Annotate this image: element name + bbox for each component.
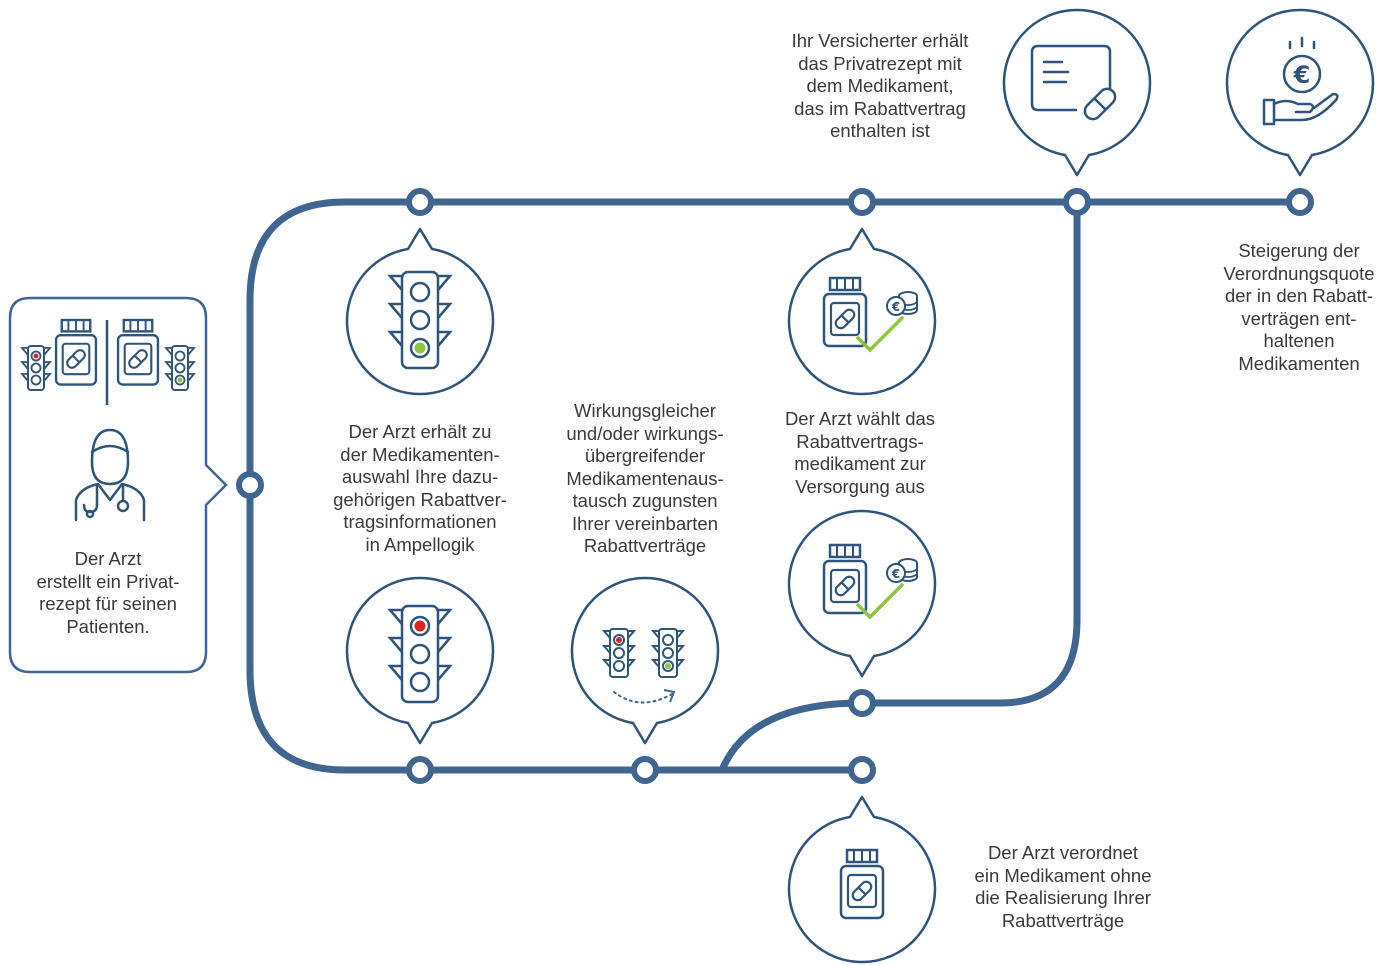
bubble-bottle-coins-top (787, 227, 937, 396)
station-steigerung (1286, 188, 1314, 216)
step-start-text: Der Arzt erstellt ein Privat- rezept für… (36, 548, 180, 637)
step-rabatt-info-text: Der Arzt erhält zu der Medikamenten- aus… (333, 421, 507, 555)
doctor-icon (74, 428, 146, 522)
medicine-bottle-icon (54, 318, 98, 386)
station-ohne (848, 756, 876, 784)
station-versicherter (1063, 188, 1091, 216)
traffic-light-switch-icon (601, 628, 686, 704)
step-austausch-text: Wirkungsgleicher und/oder wirkungs- über… (566, 400, 724, 556)
bubble-switch (570, 576, 720, 745)
medicine-coins-check-icon (822, 543, 918, 620)
svg-text:€: € (1293, 61, 1311, 89)
bubble-red-light (345, 576, 495, 745)
station-green-light (406, 188, 434, 216)
bubble-bottle-coins-mid (787, 509, 937, 678)
euro-hand-icon: € (1262, 36, 1339, 126)
track-branch (718, 198, 1081, 774)
traffic-light-icon (164, 345, 196, 391)
medicine-bottle-icon (839, 848, 885, 920)
step-steigerung-text: Steigerung der Verordnungsquote der in d… (1223, 240, 1375, 374)
station-austausch (631, 756, 659, 784)
prescription-card-icon (1030, 44, 1117, 121)
start-box (8, 296, 228, 674)
station-rabatt-selected (848, 188, 876, 216)
step-ohne-text: Der Arzt verordnet ein Medikament ohne d… (974, 842, 1152, 931)
station-red-light (406, 756, 434, 784)
station-start (236, 471, 264, 499)
traffic-light-green-icon (387, 270, 453, 370)
medicine-bottle-icon (116, 318, 160, 386)
step-waehlt-text: Der Arzt wählt das Rabattvertrags- medik… (784, 408, 936, 497)
traffic-light-icon (20, 345, 52, 391)
bubble-euro-hand: € (1225, 8, 1375, 177)
step-versicherter-text: Ihr Versicherter erhält das Privatrezept… (791, 30, 969, 141)
traffic-light-red-icon (387, 604, 453, 704)
stations (236, 188, 1314, 784)
station-branch (848, 689, 876, 717)
medicine-coins-check-icon (822, 276, 918, 353)
bubble-bottle-plain (787, 795, 937, 964)
bubble-prescription (1002, 8, 1152, 177)
bubble-green-light (345, 227, 495, 396)
